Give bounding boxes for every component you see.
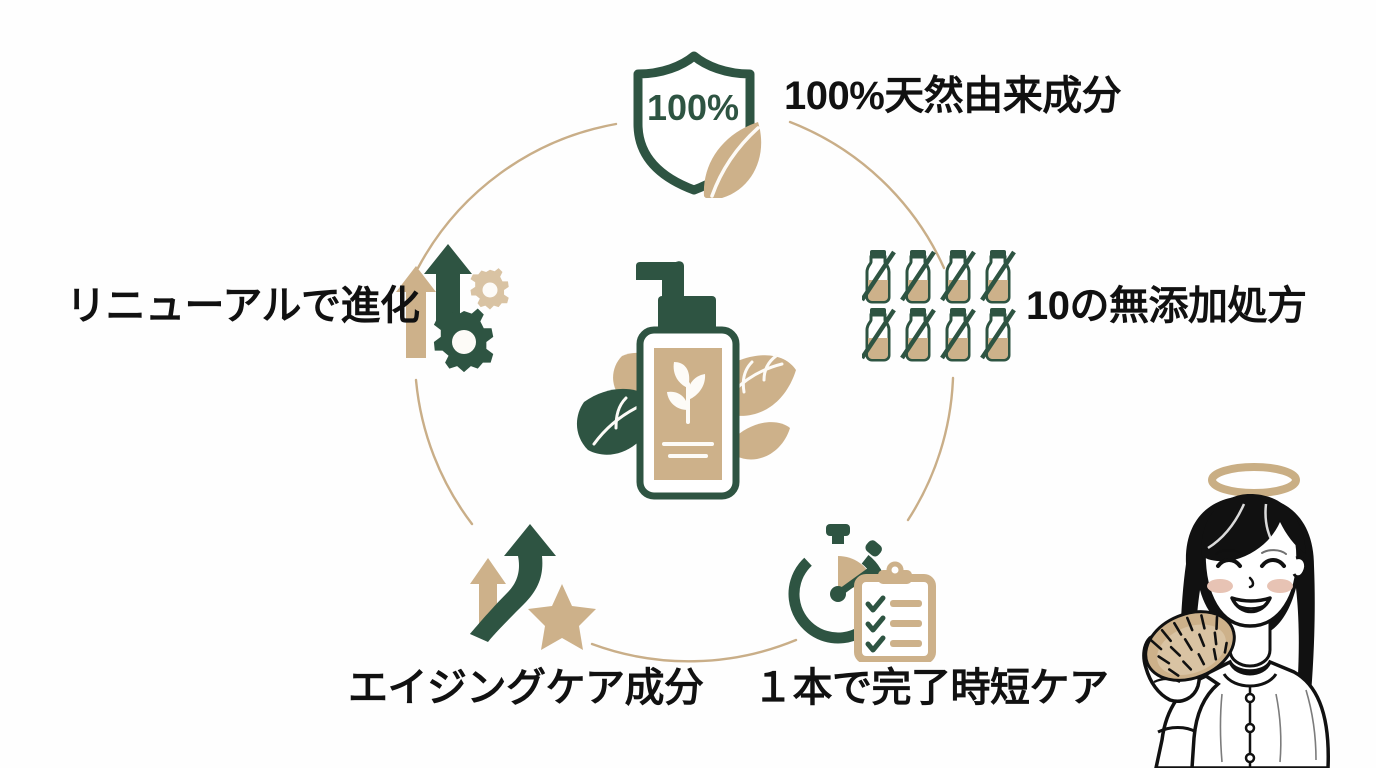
angel-halo-icon	[1208, 463, 1300, 497]
feature-label-aging-care: エイジングケア成分	[348, 666, 704, 710]
smiling-woman-with-scalp-brush-illustration	[1058, 438, 1376, 768]
feature-label-time-saving: １本で完了時短ケア	[753, 666, 1109, 710]
shield-100-percent-icon: 100%	[626, 48, 778, 200]
no-additive-bottles-icon	[860, 248, 1026, 364]
product-bottle-icon	[566, 252, 814, 508]
scalp-brush-icon	[1144, 610, 1236, 682]
stopwatch-checklist-icon	[782, 522, 940, 664]
rising-arrow-star-icon	[452, 518, 602, 658]
feature-label-renewal: リニューアルで進化	[66, 284, 420, 328]
feature-label-natural: 100%天然由来成分	[784, 74, 1122, 118]
shield-percent-text: 100%	[647, 87, 739, 128]
feature-label-additive-free: 10の無添加処方	[1026, 284, 1307, 328]
arrows-gears-icon	[386, 240, 526, 380]
